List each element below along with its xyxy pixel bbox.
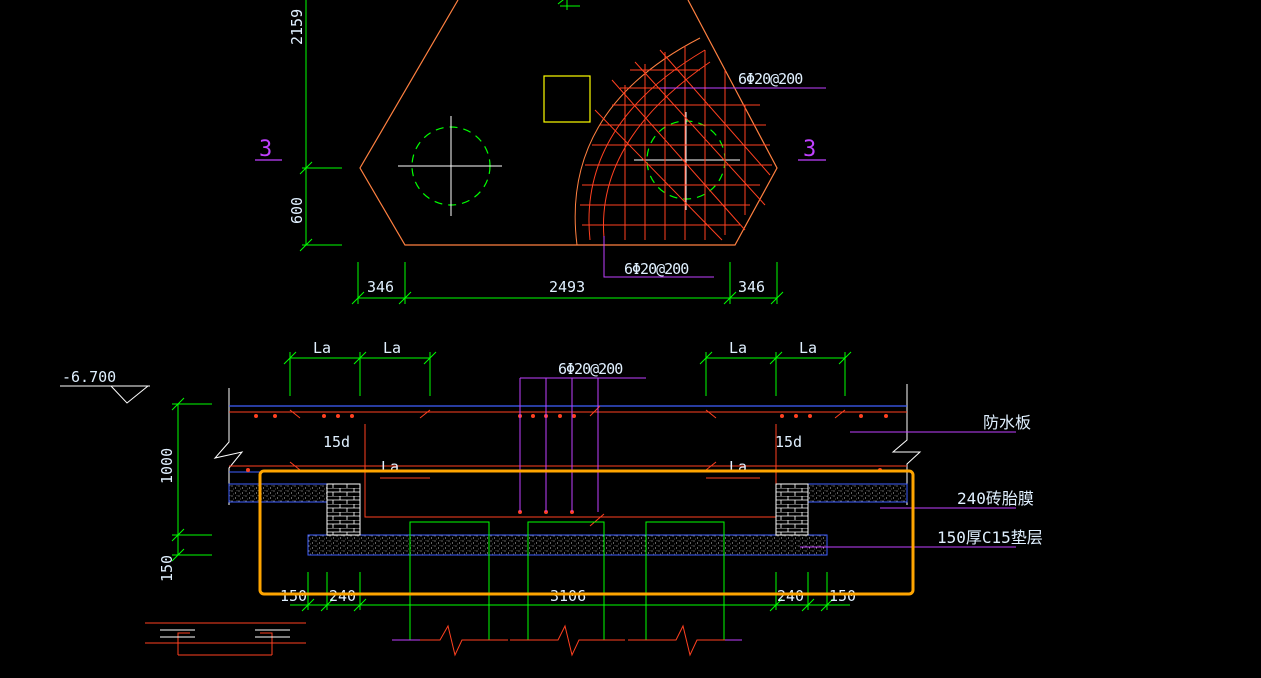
rebar-label-bottom: 6Φ20@200 (624, 260, 689, 278)
section-dim-horizontal (290, 572, 850, 612)
note-brick-mold: 240砖胎膜 (880, 489, 1034, 509)
piles-section (409, 521, 725, 640)
dim-2159: 2159 (288, 9, 306, 45)
svg-text:防水板: 防水板 (983, 413, 1031, 432)
detail-symbol (145, 622, 306, 656)
plan-dim-vertical (299, 0, 342, 252)
svg-text:240砖胎膜: 240砖胎膜 (957, 489, 1034, 508)
dim-1000: 1000 (158, 448, 176, 484)
plan-view: 6Φ20@200 6Φ20@200 3 3 2159 600 (255, 0, 826, 305)
cushion-left (228, 483, 328, 503)
section-rebar-label: 6Φ20@200 (558, 360, 623, 378)
rebar-mesh (574, 37, 772, 246)
dim-346-left: 346 (367, 278, 394, 296)
note-waterproof: 防水板 (850, 413, 1031, 433)
elevation-label: -6.700 (62, 368, 116, 386)
section-mark-right: 3 (798, 137, 826, 162)
rebar-leader-bottom: 6Φ20@200 (603, 236, 714, 278)
section-mark-left: 3 (255, 137, 282, 162)
svg-text:3: 3 (803, 137, 816, 162)
dim-240-right: 240 (777, 587, 804, 605)
plan-dim-horizontal (351, 262, 784, 305)
column (543, 75, 591, 123)
hook-15d-left: 15d (323, 433, 350, 451)
la-inner-right: La (729, 458, 747, 476)
dim-3106: 3106 (550, 587, 586, 605)
rebar-leader-top: 6Φ20@200 (660, 70, 826, 89)
elevation-mark: -6.700 (60, 368, 150, 404)
la-label-2: La (383, 339, 401, 357)
la-dims (283, 351, 852, 396)
svg-text:3: 3 (259, 137, 272, 162)
pile-rebar (519, 378, 599, 512)
highlight-box[interactable] (258, 469, 915, 596)
dim-150-vertical: 150 (158, 555, 176, 582)
dim-150-left: 150 (280, 587, 307, 605)
la-inner-left: La (381, 458, 399, 476)
dim-600: 600 (288, 197, 306, 224)
section-dim-vertical (171, 397, 212, 562)
dim-150-right: 150 (829, 587, 856, 605)
dim-240-left: 240 (329, 587, 356, 605)
brick-mold-right (775, 483, 809, 536)
rebar-label-top: 6Φ20@200 (738, 70, 803, 88)
la-label-3: La (729, 339, 747, 357)
cap-outline (359, 0, 778, 246)
dim-2493: 2493 (549, 278, 585, 296)
section-rebar-leader: 6Φ20@200 (520, 360, 646, 379)
cushion-bottom (307, 534, 828, 556)
hook-15d-right: 15d (775, 433, 802, 451)
svg-text:150厚C15垫层: 150厚C15垫层 (937, 528, 1043, 547)
note-cushion: 150厚C15垫层 (800, 528, 1043, 548)
pile-right (634, 112, 740, 210)
la-label-4: La (799, 339, 817, 357)
la-label-1: La (313, 339, 331, 357)
pile-left (398, 116, 502, 216)
pile-breaks (392, 624, 742, 657)
dim-346-right: 346 (738, 278, 765, 296)
brick-mold-left (326, 483, 361, 536)
section-view: -6.700 1000 150 (60, 339, 1043, 657)
cushion-right (807, 483, 908, 503)
